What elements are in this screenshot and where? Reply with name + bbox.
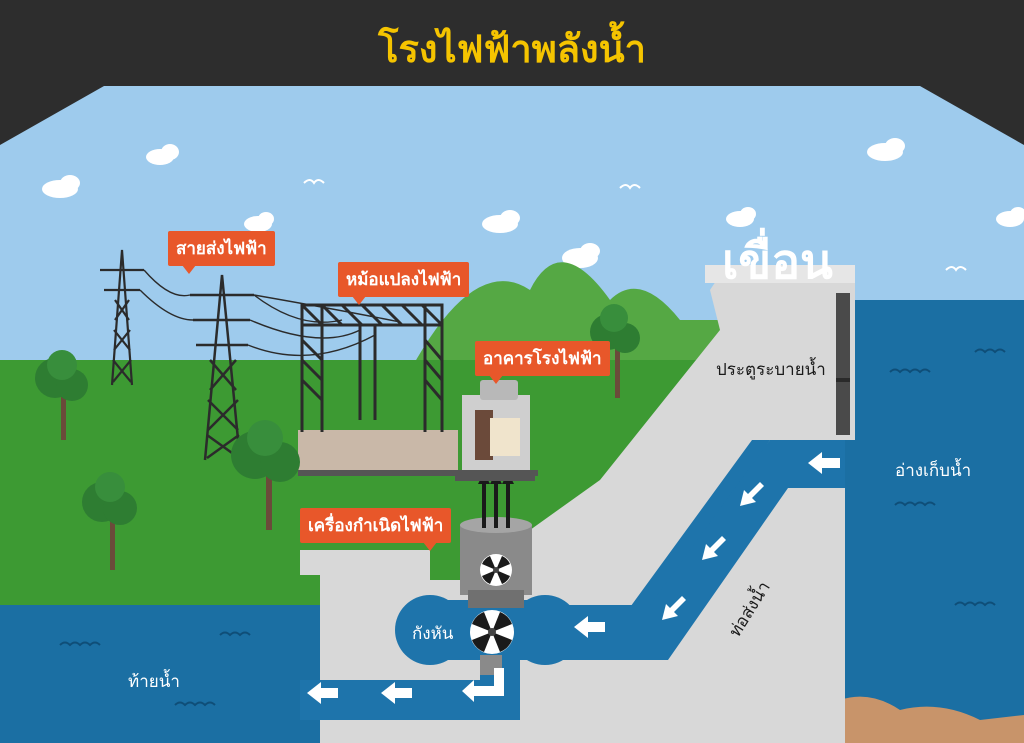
waves (59, 348, 1006, 707)
arrow-icon (574, 616, 605, 638)
arrow-icon (702, 536, 726, 560)
wave-icon (889, 368, 931, 374)
title-bar (0, 0, 1024, 145)
cloud-icon (996, 207, 1024, 227)
transformer-gantry (300, 303, 444, 432)
wave-icon (974, 348, 1006, 354)
cloud-icon (42, 175, 80, 198)
cloud-icon (482, 210, 520, 233)
transmission-tower-2 (190, 274, 254, 461)
dam-label: เขื่อน (722, 234, 833, 290)
wave-icon (219, 631, 251, 637)
bird-icon (945, 266, 967, 272)
cloud-icon (244, 212, 274, 232)
reservoir-label: อ่างเก็บน้ำ (895, 461, 972, 481)
wave-icon (174, 701, 216, 707)
generator-label: เครื่องกำเนิดไฟฟ้า (300, 508, 452, 551)
arrow-icon (307, 682, 338, 704)
power-lines (139, 269, 401, 357)
spillway-gate-label: ประตูระบายน้ำ (716, 360, 826, 380)
arrow-icon (462, 668, 504, 702)
fan-icon (470, 610, 514, 654)
tree-icon (82, 472, 137, 570)
water-flow-arrows (307, 452, 840, 704)
transmission-tower-1 (100, 249, 144, 386)
arrow-icon (808, 452, 840, 474)
spillway-gate (836, 293, 850, 435)
wave-icon (954, 601, 996, 607)
cloud-icon (867, 138, 905, 161)
penstock-pipe (560, 440, 845, 660)
arrow-icon (740, 482, 764, 506)
powerhouse-label: อาคารโรงไฟฟ้า (475, 341, 610, 384)
page-title: โรงไฟฟ้าพลังน้ำ (378, 27, 646, 71)
cloud-icon (562, 243, 600, 268)
sand-bank (838, 696, 1024, 743)
arrow-icon (381, 682, 412, 704)
tree-icon (231, 420, 300, 530)
substation-base (298, 430, 458, 475)
trees (35, 304, 640, 570)
turbine-label: กังหัน (412, 624, 454, 644)
birds (303, 179, 967, 272)
wave-icon (59, 641, 101, 647)
cloud-icon (146, 144, 179, 165)
transmission-lines-label: สายส่งไฟฟ้า (168, 231, 275, 274)
fan-icon (480, 554, 512, 586)
arrow-icon (662, 596, 686, 620)
cloud-icon (726, 207, 756, 227)
tailwater-label: ท้ายน้ำ (128, 672, 180, 692)
tree-icon (35, 350, 88, 440)
transformer-label: หม้อแปลงไฟฟ้า (338, 262, 470, 305)
wave-icon (894, 501, 936, 507)
tailwater-water (0, 605, 330, 743)
dam-crest (705, 265, 855, 283)
bird-icon (303, 179, 325, 185)
bird-icon (619, 184, 641, 190)
